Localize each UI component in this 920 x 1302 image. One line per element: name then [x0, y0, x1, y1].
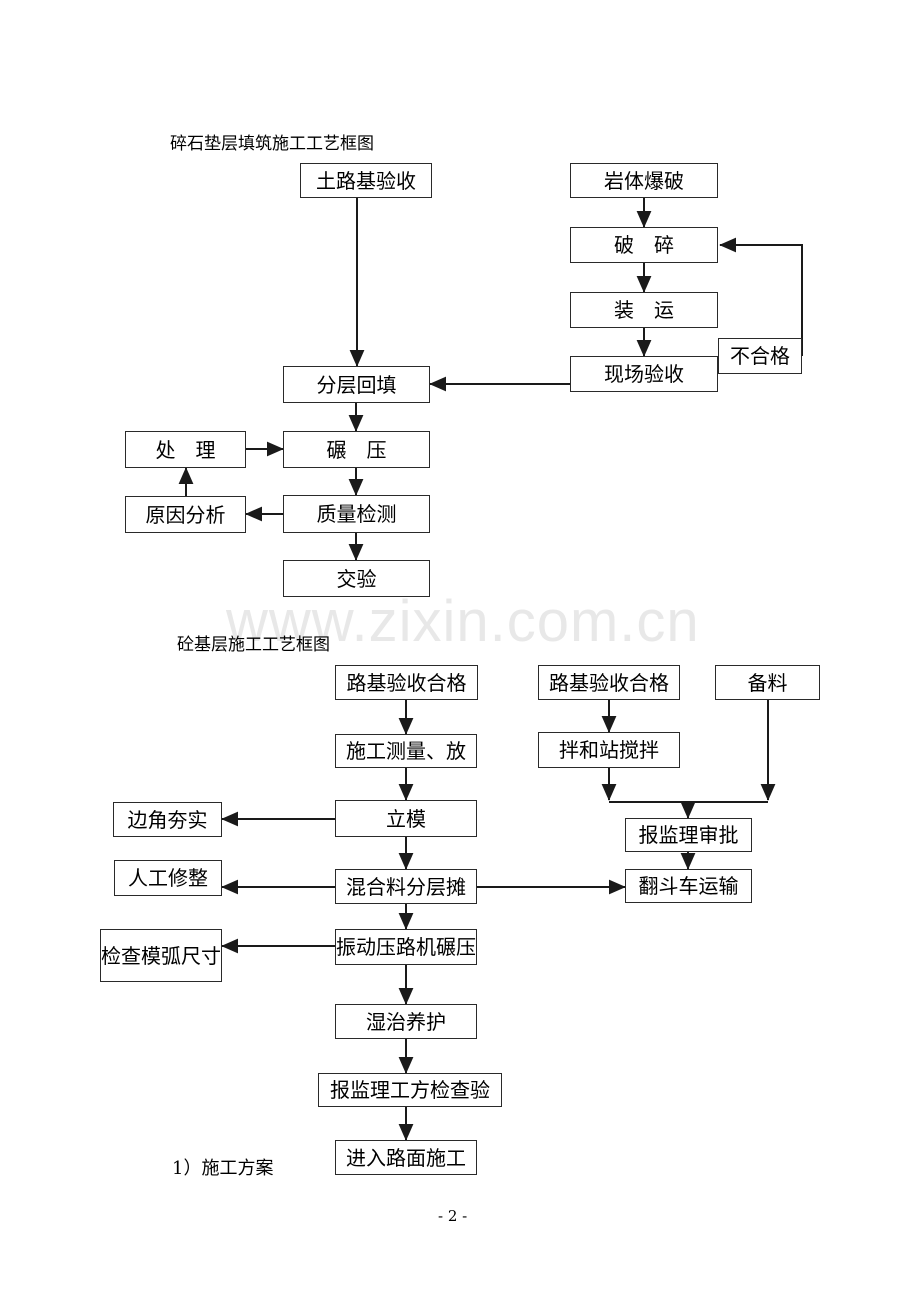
node-supervisor-method-inspection: 报监理工方检查验: [318, 1073, 502, 1107]
node-supervisor-approval: 报监理审批: [625, 818, 752, 852]
node-mix-layered-spreading: 混合料分层摊: [335, 869, 477, 904]
node-handover-acceptance: 交验: [283, 560, 430, 597]
node-rolling: 碾 压: [283, 431, 430, 468]
node-formwork-erection: 立模: [335, 800, 477, 837]
node-rock-blasting: 岩体爆破: [570, 163, 718, 198]
node-cause-analysis: 原因分析: [125, 496, 246, 533]
node-dump-truck-transport: 翻斗车运输: [625, 869, 752, 903]
node-site-acceptance: 现场验收: [570, 356, 718, 392]
section-label: 1）施工方案: [172, 1158, 274, 1179]
node-treatment: 处 理: [125, 431, 246, 468]
node-soil-subgrade-acceptance: 土路基验收: [300, 163, 432, 198]
node-moist-curing: 湿治养护: [335, 1004, 477, 1039]
watermark-text: www.zixin.com.cn: [226, 589, 700, 654]
node-layered-backfill: 分层回填: [283, 366, 430, 403]
node-subgrade-accepted-left: 路基验收合格: [335, 665, 478, 700]
node-survey-layout: 施工测量、放: [335, 734, 477, 768]
node-crushing: 破 碎: [570, 227, 718, 263]
node-manual-trimming: 人工修整: [114, 860, 222, 896]
chart1-title: 碎石垫层填筑施工工艺框图: [170, 134, 374, 154]
node-loading-transport: 装 运: [570, 292, 718, 328]
node-quality-inspection: 质量检测: [283, 495, 430, 533]
node-unqualified: 不合格: [718, 338, 802, 374]
page-number: - 2 -: [438, 1207, 468, 1225]
node-mixing-station: 拌和站搅拌: [538, 732, 680, 768]
chart2-title: 砼基层施工工艺框图: [177, 635, 330, 655]
node-proceed-to-pavement: 进入路面施工: [335, 1140, 477, 1175]
node-edge-compaction: 边角夯实: [113, 802, 222, 837]
node-material-preparation: 备料: [715, 665, 820, 700]
node-check-form-arc-dimensions: 检查模弧尺寸: [100, 929, 222, 982]
node-vibratory-roller-compaction: 振动压路机碾压: [335, 929, 477, 965]
node-subgrade-accepted-right: 路基验收合格: [538, 665, 680, 700]
